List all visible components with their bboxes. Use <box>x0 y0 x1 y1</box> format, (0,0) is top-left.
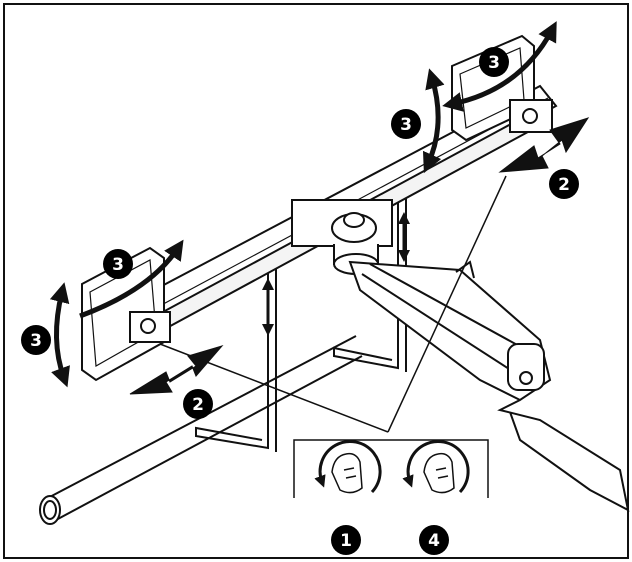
step-number: 2 <box>192 395 204 415</box>
loosen-knob-group <box>314 440 382 494</box>
circular-arrow-icon <box>314 440 382 494</box>
height-adjust-arrows <box>262 212 410 336</box>
callout-lines <box>159 175 507 433</box>
curved-arrow-icon <box>422 68 445 174</box>
slide-arrows <box>129 117 590 395</box>
step-number: 4 <box>428 531 440 551</box>
left-vesa-plate <box>81 246 171 382</box>
double-arrow-icon <box>498 117 590 173</box>
step-number: 3 <box>400 115 412 135</box>
circular-arrow-icon <box>402 440 470 494</box>
step-number: 3 <box>488 53 500 73</box>
step-badge-3-left-top: 3 <box>103 249 133 279</box>
double-arrow-icon <box>129 345 224 395</box>
diagram-frame <box>3 3 629 559</box>
tighten-knob-group <box>402 440 470 494</box>
step-badge-3-left-side: 3 <box>21 325 51 355</box>
gas-spring-arm <box>348 260 630 512</box>
step-badge-3-right-side: 3 <box>391 109 421 139</box>
step-number: 1 <box>340 531 352 551</box>
rotation-arrows <box>49 21 557 388</box>
step-number: 3 <box>112 255 124 275</box>
step-badge-1: 1 <box>331 525 361 555</box>
step-badge-4: 4 <box>419 525 449 555</box>
step-badge-2-right: 2 <box>549 169 579 199</box>
step-number: 3 <box>30 331 42 351</box>
curved-arrow-icon <box>79 239 184 319</box>
curved-arrow-icon <box>49 282 70 388</box>
step-number: 2 <box>558 175 570 195</box>
center-hub <box>291 199 393 275</box>
curved-arrow-icon <box>442 21 557 112</box>
step-badge-2-left: 2 <box>183 389 213 419</box>
hand-icon <box>423 452 455 494</box>
hand-icon <box>331 452 363 494</box>
step-badge-3-right-top: 3 <box>479 47 509 77</box>
